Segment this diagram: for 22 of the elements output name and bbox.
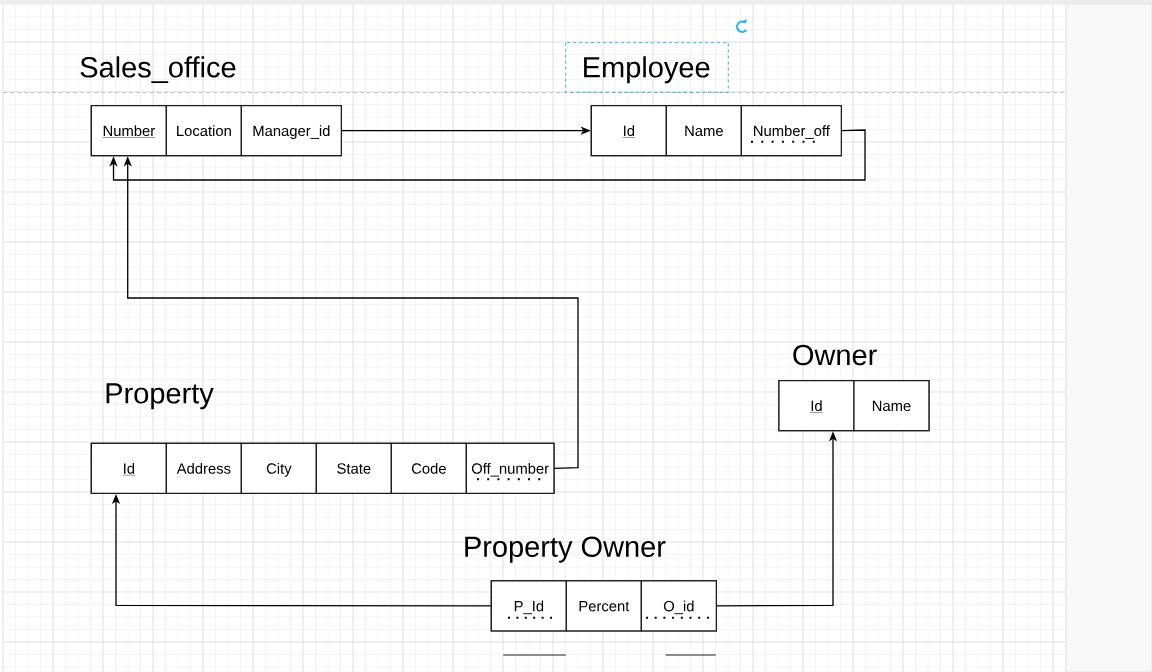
table-cell: Name [665,105,742,157]
table-cell: Code [390,442,467,494]
table-cell: Address [165,442,242,494]
table-cell: Id [90,442,167,494]
table-cell: Location [165,105,242,157]
table-title: Property [106,383,214,410]
table-cell: O_id [640,580,717,632]
table-cell: State [315,442,392,494]
table-cell: P_Id [490,580,567,632]
table-cell: Off_number [465,442,555,494]
table-cell: Percent [565,580,642,632]
table-title: Employee [584,56,710,84]
table-cell: Name [853,380,930,432]
table-cell: Number [90,105,167,157]
table-cell: Manager_id [240,105,342,157]
table-cell: Id [778,380,855,432]
table-cell: City [240,442,317,494]
table-title: Sales_office [80,56,236,84]
table-title: Property Owner [465,536,666,563]
table-cell: Id [590,105,667,157]
table-title: Owner [793,344,877,366]
table-cell: Number_off [740,105,842,157]
